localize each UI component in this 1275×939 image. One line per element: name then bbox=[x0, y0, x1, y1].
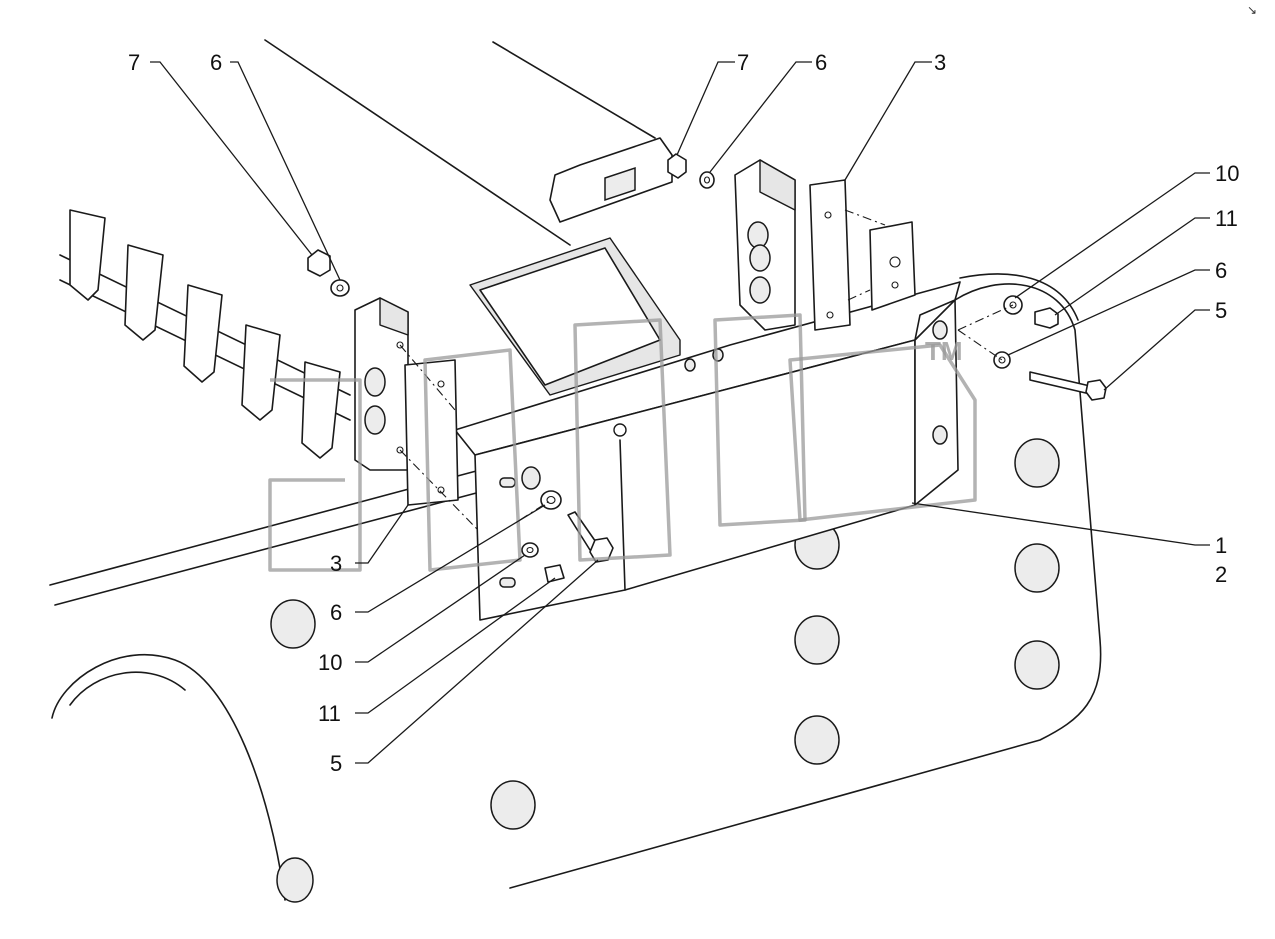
callout-5-bottom: 5 bbox=[330, 751, 342, 776]
frame-plate bbox=[49, 273, 1102, 903]
callout-10-right: 10 bbox=[1215, 161, 1239, 186]
callout-3-top: 3 bbox=[934, 50, 946, 75]
top-bracket bbox=[264, 39, 673, 246]
watermark-logo: TM bbox=[268, 313, 977, 572]
frame-holes bbox=[270, 438, 1060, 903]
tine-bar bbox=[59, 209, 351, 459]
channel-bracket bbox=[469, 237, 681, 396]
left-clamp-block bbox=[354, 297, 479, 531]
tine-1 bbox=[69, 209, 106, 301]
right-clamp-block bbox=[734, 159, 916, 331]
callout-11-right: 11 bbox=[1215, 206, 1238, 231]
callout-labels: 7 6 7 6 3 10 11 6 5 1 2 3 6 10 11 5 bbox=[128, 50, 1239, 776]
corner-mark: ↘ bbox=[1247, 3, 1257, 17]
tine-4 bbox=[241, 324, 281, 421]
leader-lines bbox=[150, 61, 1210, 764]
tine-3 bbox=[183, 284, 223, 383]
fasteners bbox=[307, 153, 1107, 583]
callout-5-right: 5 bbox=[1215, 298, 1227, 323]
tine-5 bbox=[301, 361, 341, 459]
callout-1: 1 bbox=[1215, 533, 1227, 558]
callout-11-bottom: 11 bbox=[318, 701, 341, 726]
callout-6-bottom: 6 bbox=[330, 600, 342, 625]
callout-2: 2 bbox=[1215, 562, 1227, 587]
callout-3-bottom: 3 bbox=[330, 551, 342, 576]
watermark-tm: TM bbox=[925, 336, 963, 366]
tine-2 bbox=[124, 244, 164, 341]
callout-6-top: 6 bbox=[815, 50, 827, 75]
callout-10-bottom: 10 bbox=[318, 650, 342, 675]
callout-6-right: 6 bbox=[1215, 258, 1227, 283]
callout-7-top: 7 bbox=[737, 50, 749, 75]
callout-6-left: 6 bbox=[210, 50, 222, 75]
callout-7-left: 7 bbox=[128, 50, 140, 75]
